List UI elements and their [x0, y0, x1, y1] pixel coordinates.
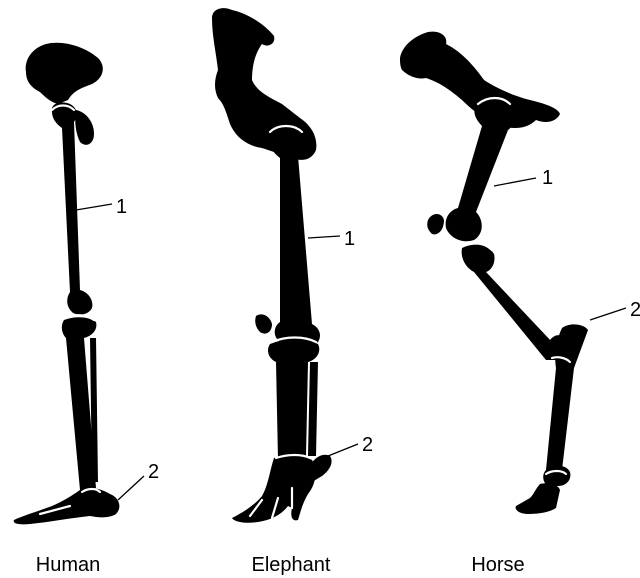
human-pelvis	[26, 43, 103, 104]
horse-label-2: 2	[630, 299, 640, 321]
elephant-label-2: 2	[362, 434, 373, 456]
horse-femur	[446, 98, 516, 241]
horse-leg-skeleton	[400, 32, 588, 514]
elephant-heel	[308, 455, 332, 482]
human-leader-1	[76, 204, 112, 210]
human-label-2: 2	[148, 461, 159, 483]
elephant-label-1: 1	[344, 228, 355, 250]
horse-leader-2	[590, 308, 626, 320]
elephant-leg-skeleton	[212, 8, 332, 523]
elephant-patella	[255, 314, 272, 333]
horse-pastern-hoof	[516, 483, 560, 514]
human-pelvis-ischium	[75, 110, 94, 145]
horse-label-1: 1	[542, 167, 553, 189]
human-caption: Human	[36, 554, 100, 577]
human-leader-2	[118, 476, 144, 500]
horse-patella	[427, 214, 444, 234]
horse-tibia	[462, 245, 560, 360]
elephant-fibula	[308, 362, 318, 456]
human-leg-skeleton	[14, 43, 120, 525]
elephant-leader-1	[308, 236, 340, 238]
human-label-1: 1	[116, 196, 127, 218]
elephant-leader-2	[328, 444, 358, 456]
elephant-caption: Elephant	[252, 554, 331, 577]
horse-leader-1	[494, 178, 536, 186]
horse-caption: Horse	[471, 554, 524, 577]
